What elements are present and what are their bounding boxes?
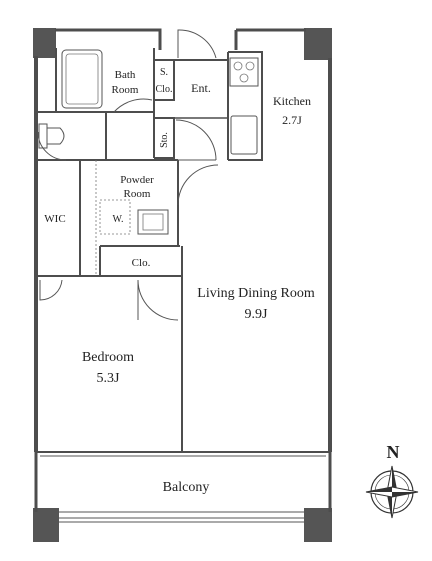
balcony-label: Balcony xyxy=(163,480,210,495)
entrance-door xyxy=(177,29,217,59)
powder-room-label-line2: Room xyxy=(124,188,151,200)
fixtures xyxy=(38,49,259,235)
exterior-walls xyxy=(34,28,332,523)
kitchen-label: Kitchen xyxy=(273,94,311,108)
storage-label: Sto. xyxy=(159,132,170,148)
doors xyxy=(37,29,300,453)
living-dining-label: Living Dining Room xyxy=(197,286,315,301)
toilet-bowl xyxy=(46,127,65,145)
living-dining-size-label: 9.9J xyxy=(245,307,269,322)
stove xyxy=(229,57,259,87)
compass: N xyxy=(365,442,419,519)
wic-label: WIC xyxy=(44,213,65,225)
washer-label: W. xyxy=(112,214,123,225)
powder-room-label-line1: Powder xyxy=(120,174,154,186)
north-label: N xyxy=(387,442,400,462)
column-top-right xyxy=(304,28,332,60)
bedroom-size-label: 5.3J xyxy=(97,371,121,386)
washbasin xyxy=(137,209,169,235)
interior-walls xyxy=(36,48,330,457)
bath-room-label-line1: Bath xyxy=(115,69,136,81)
structural-columns xyxy=(33,28,332,542)
bath-room-label-line2: Room xyxy=(112,84,139,96)
bathtub xyxy=(61,49,103,109)
column-top-left xyxy=(33,28,56,58)
column-bottom-right xyxy=(304,508,332,542)
shoe-closet-label-line2: Clo. xyxy=(156,84,173,95)
kitchen-sink xyxy=(230,115,258,155)
compass-rose-icon xyxy=(365,465,419,519)
room-labels: Bath Room S. Clo. Ent. Kitchen 2.7J Sto.… xyxy=(44,67,315,495)
bedroom-label: Bedroom xyxy=(82,350,134,365)
column-bottom-left xyxy=(33,508,59,542)
entrance-label: Ent. xyxy=(191,81,211,95)
closet-label: Clo. xyxy=(132,257,151,269)
kitchen-size-label: 2.7J xyxy=(282,113,302,127)
toilet-tank xyxy=(38,123,48,149)
shoe-closet-label-line1: S. xyxy=(160,67,168,78)
